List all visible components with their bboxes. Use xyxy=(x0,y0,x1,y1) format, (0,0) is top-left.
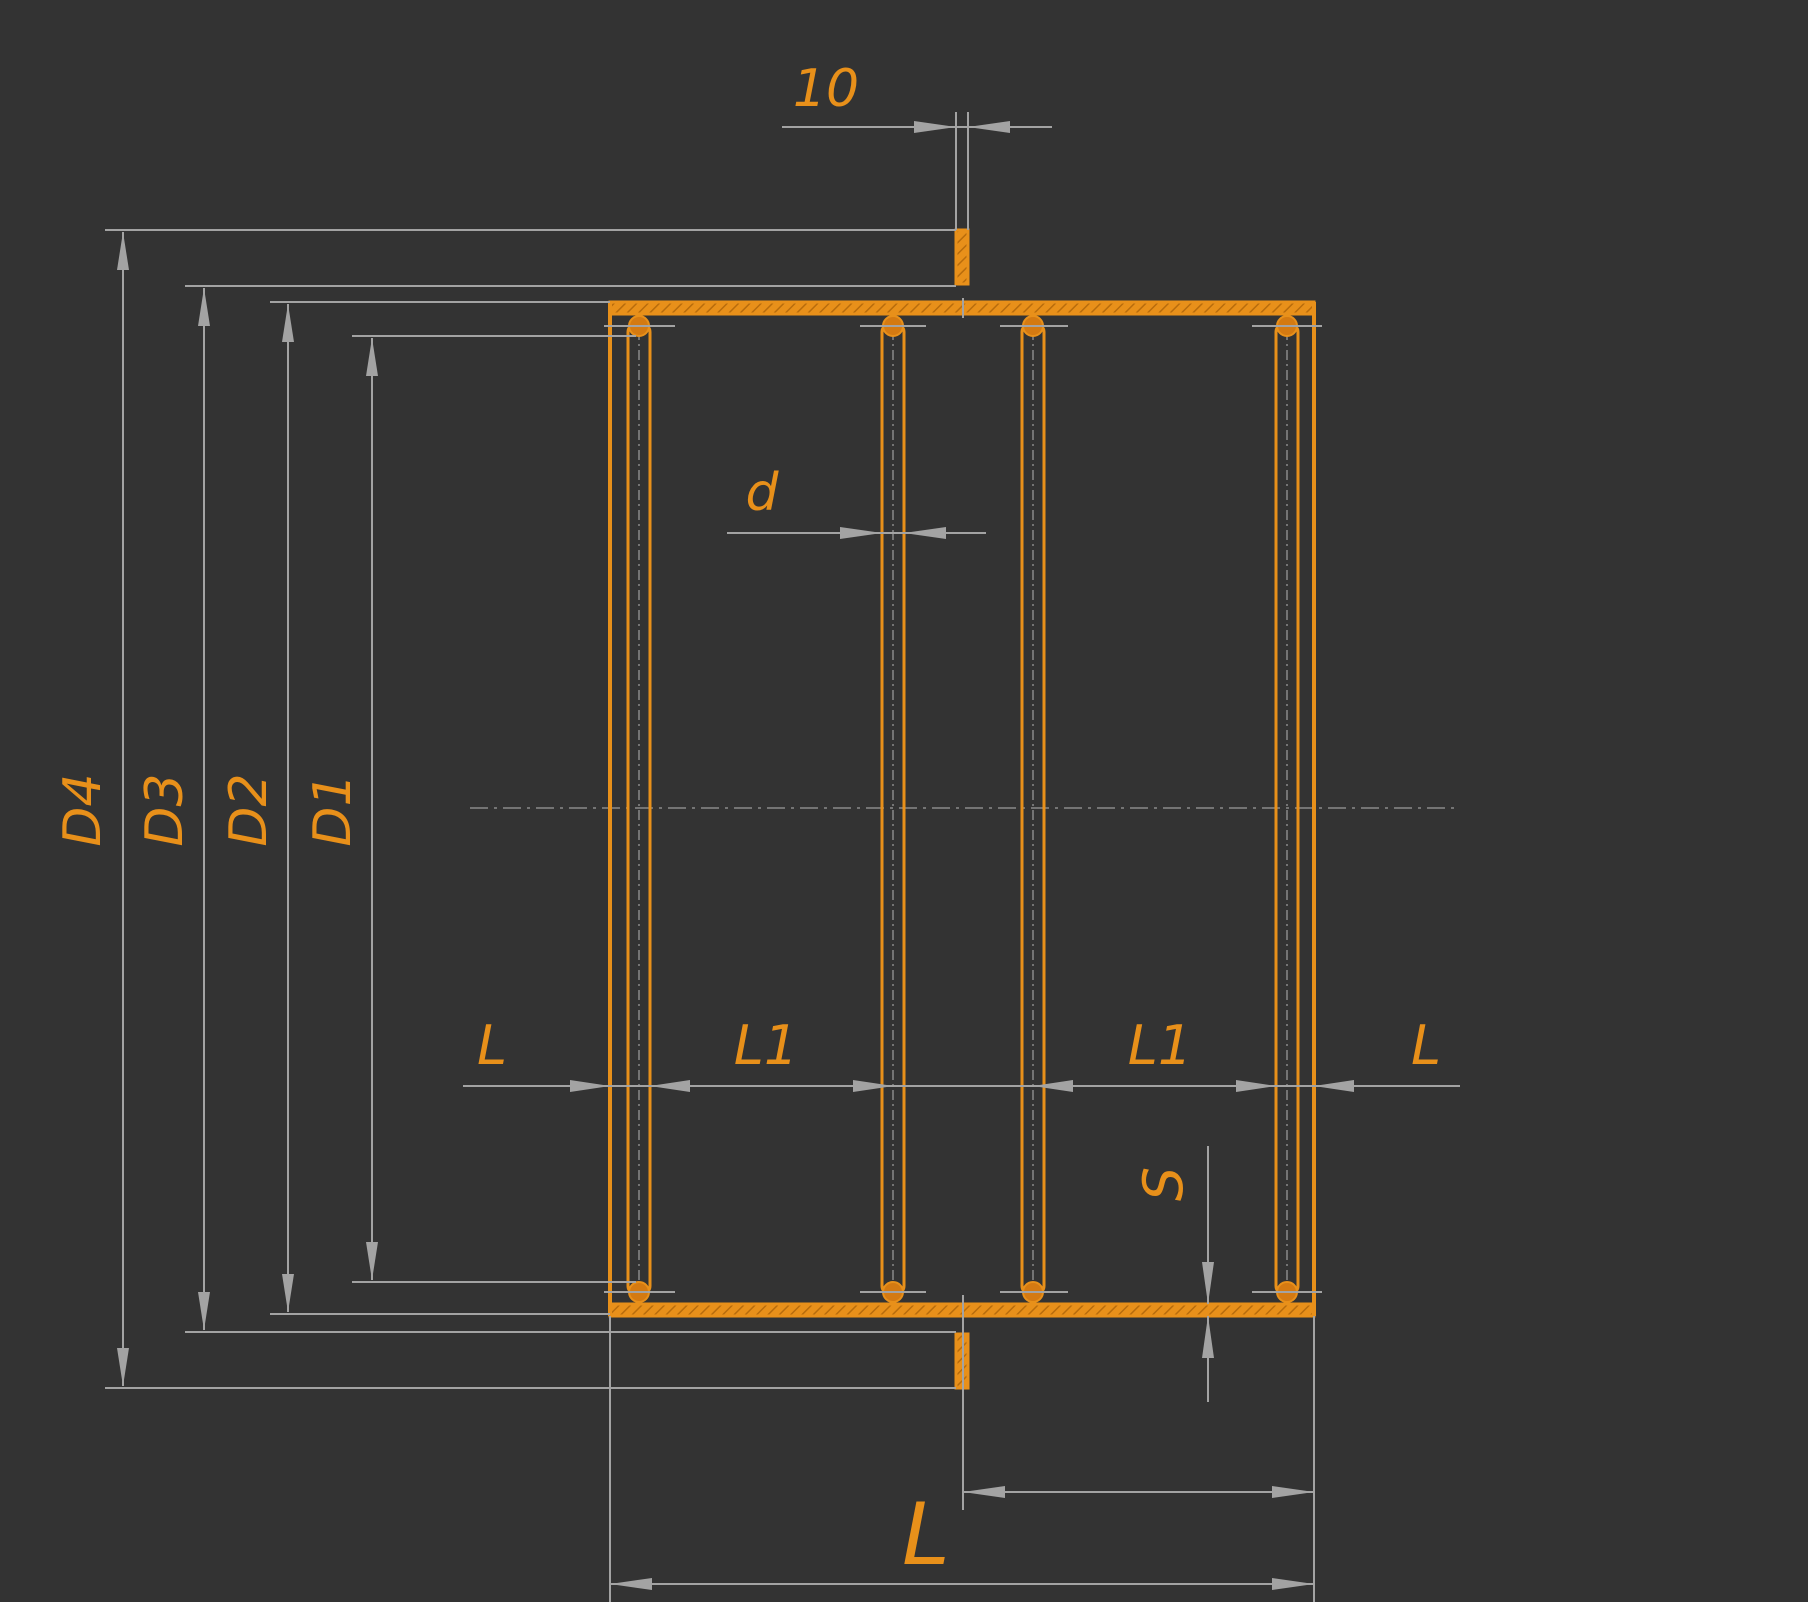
label-wire-diameter: d xyxy=(745,463,779,523)
dim-line-ring-spacing xyxy=(463,1080,1460,1092)
label-end-offset-left: L xyxy=(477,1014,507,1077)
dim-line-partial-length xyxy=(963,1486,1314,1498)
dim-line-overall-length xyxy=(610,1578,1314,1590)
flange-top xyxy=(954,228,970,286)
label-wall-thickness: S xyxy=(1132,1167,1195,1201)
dim-line-wire-diameter xyxy=(727,527,986,539)
extension-lines xyxy=(105,112,1322,1602)
label-d2: D2 xyxy=(219,773,279,846)
dim-line-d2 xyxy=(282,304,294,1312)
dim-line-d1 xyxy=(366,338,378,1280)
dim-line-d4 xyxy=(117,232,129,1386)
label-flange-thickness: 10 xyxy=(793,59,859,119)
dim-line-flange-thickness xyxy=(782,121,1052,133)
ring-3 xyxy=(1020,315,1046,1303)
dim-line-d3 xyxy=(198,288,210,1330)
label-d3: D3 xyxy=(135,773,195,846)
ring-4 xyxy=(1274,315,1300,1303)
label-end-offset-right: L xyxy=(1411,1014,1441,1077)
ring-1 xyxy=(626,315,652,1303)
label-ring-spacing-right: L1 xyxy=(1128,1014,1192,1077)
dim-line-wall-thickness xyxy=(1202,1146,1214,1402)
label-overall-length: L xyxy=(902,1485,950,1585)
ring-2 xyxy=(880,315,906,1303)
label-d1: D1 xyxy=(303,773,363,846)
label-ring-spacing-left: L1 xyxy=(734,1014,798,1077)
label-d4: D4 xyxy=(53,773,113,846)
